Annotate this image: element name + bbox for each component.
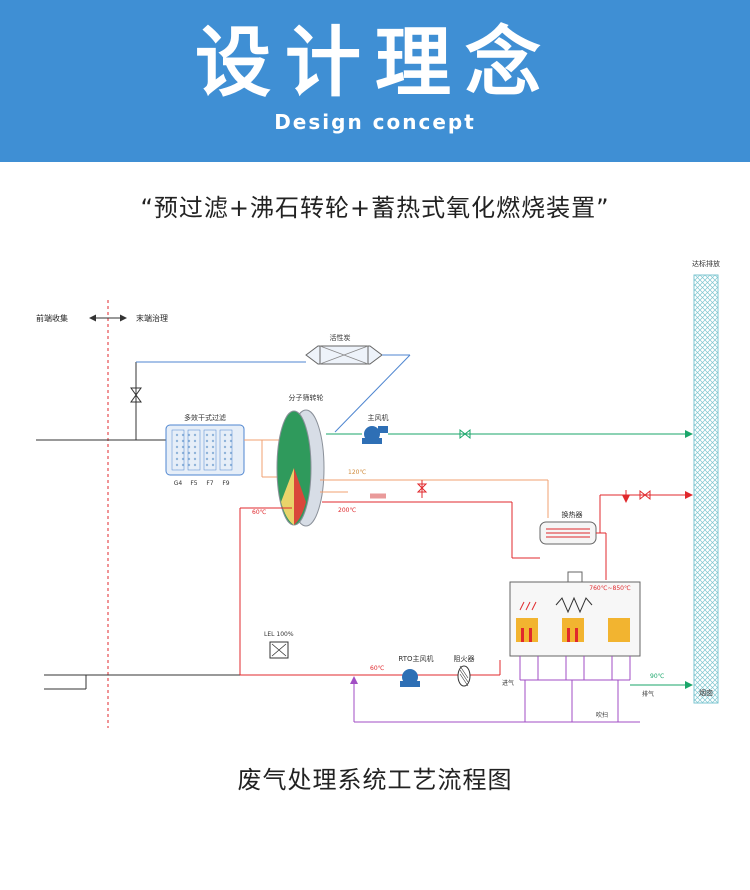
temp-60b-label: 60℃ [370, 665, 385, 672]
main-fan-label: 主风机 [368, 413, 389, 422]
page-subtitle-en: Design concept [274, 110, 476, 134]
flame-arrester-label: 阻火器 [454, 654, 475, 663]
filter-stage-f9: F9 [222, 480, 229, 487]
temp-60a-label: 60℃ [252, 509, 267, 516]
purge-label: 吹扫 [596, 711, 608, 719]
filter-stage-g4: G4 [174, 480, 183, 487]
desorption-loop: 60℃ 200℃ [239, 501, 540, 675]
fan-valve-icon [459, 428, 471, 440]
filter-stage-f5: F5 [190, 480, 197, 487]
multi-stage-filter: 多效干式过滤 G4 F5 F7 F9 [165, 413, 245, 487]
temp-range-label: 760℃~850℃ [589, 585, 631, 592]
exhaust-label: 排气 [642, 690, 654, 698]
diagram-caption: 废气处理系统工艺流程图 [237, 766, 513, 794]
filter-stage-f7: F7 [206, 480, 213, 487]
process-subtitle: “预过滤+沸石转轮+蓄热式氧化燃烧装置” [140, 194, 610, 222]
rotor-label: 分子筛转轮 [289, 393, 324, 402]
temp-200-label: 200℃ [338, 507, 356, 514]
chimney: 达标排放 烟囱 [692, 259, 720, 704]
end-treat-label: 末端治理 [136, 313, 168, 323]
desorption-air-line: 120℃ [320, 469, 549, 518]
stack-label: 达标排放 [692, 259, 720, 268]
activated-carbon-unit: 活性炭 [305, 333, 411, 433]
carbon-label: 活性炭 [330, 333, 351, 342]
zone-divider: 前端收集 末端治理 [36, 300, 168, 728]
intake-label: 进气 [502, 679, 514, 687]
main-fan: 主风机 [326, 413, 693, 444]
rto-unit: 760℃~850℃ [509, 571, 641, 657]
lel-meter: LEL 100% [264, 631, 294, 659]
heat-exchanger: 换热器 [539, 489, 693, 580]
outlet-valve-icon [639, 489, 651, 501]
bypass-valve-icon [416, 483, 428, 493]
temp-90-label: 90℃ [650, 673, 665, 680]
process-flow-diagram: 达标排放 烟囱 前端收集 末端治理 活性炭 多效干式过滤 G4 [36, 259, 720, 728]
rto-fan-label: RTO主风机 [398, 654, 433, 663]
inlet-valve-icon [130, 387, 142, 403]
zeolite-rotor: 分子筛转轮 [276, 393, 325, 527]
rto-feed-line: 60℃ RTO主风机 阻火器 进气 [240, 654, 514, 687]
inlet-lines [36, 361, 306, 690]
stack-base-label: 烟囱 [699, 688, 713, 697]
filter-label: 多效干式过滤 [184, 413, 226, 422]
rto-valve-manifold: 90℃ 排气 吹扫 [350, 656, 693, 723]
front-collect-label: 前端收集 [36, 313, 68, 323]
header-banner: 设计理念 Design concept [0, 0, 750, 162]
heat-exchanger-label: 换热器 [562, 510, 583, 519]
temp-120-label: 120℃ [348, 469, 366, 476]
page-title: 设计理念 [195, 18, 555, 107]
lel-label: LEL 100% [264, 631, 294, 638]
